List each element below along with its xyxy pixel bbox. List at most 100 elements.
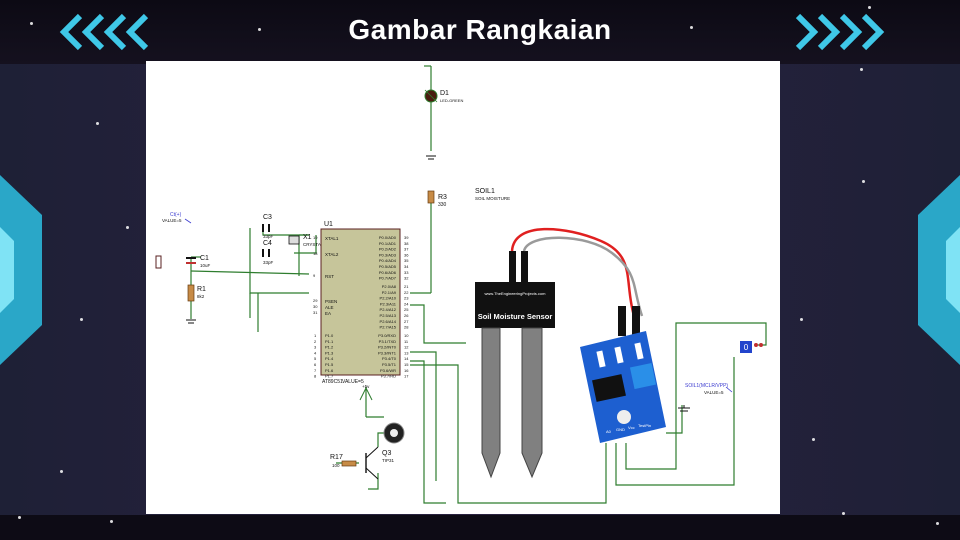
logic-probe: 0	[740, 341, 763, 353]
chevrons-right-icon	[795, 13, 885, 51]
star	[60, 470, 63, 473]
ground-module	[678, 405, 690, 412]
svg-text:R1: R1	[197, 286, 206, 293]
svg-text:33pF: 33pF	[263, 260, 274, 265]
microcontroller-u1: U1 AT89C51 VALUE=5 P1.01P1.12P1.23P1.34P…	[313, 221, 409, 385]
u1-pin-number: 17	[404, 374, 409, 379]
u1-pin-number: 23	[404, 296, 409, 301]
u1-pin-label: P2.6/A14	[380, 319, 397, 324]
u1-pin-label: P1.6	[325, 368, 334, 373]
svg-text:Ct(+): Ct(+)	[170, 212, 182, 218]
svg-text:0: 0	[744, 343, 749, 352]
sensor-site: www.TheEngineeringProjects.com	[485, 291, 547, 296]
schematic-canvas: D1 LED-GREEN R3 330 SOIL1 SOIL MOISTURE …	[146, 61, 780, 514]
u1-pin-number: 39	[404, 235, 409, 240]
ground-r1	[186, 319, 196, 324]
u1-pin-label: P1.2	[325, 345, 334, 350]
u1-pin-number: 8	[314, 374, 317, 379]
u1-pin-label: P1.4	[325, 356, 334, 361]
u1-pin-number: 24	[404, 301, 409, 306]
star	[126, 226, 129, 229]
u1-pin-label: P0.3/AD3	[379, 252, 397, 257]
u1-pin-label: P2.1/A9	[382, 290, 397, 295]
resistor-r3: R3 330	[427, 190, 447, 208]
u1-pin-number: 25	[404, 307, 409, 312]
svg-text:18: 18	[313, 251, 318, 256]
vcc-mid-probe: +5v	[359, 384, 373, 401]
svg-text:33pF: 33pF	[263, 234, 274, 239]
u1-pin-number: 28	[404, 325, 409, 330]
star	[812, 438, 815, 441]
svg-text:C3: C3	[263, 214, 272, 221]
u1-pin-label: P2.7/A15	[380, 325, 397, 330]
d1-value: LED-GREEN	[440, 98, 463, 103]
svg-text:8k2: 8k2	[197, 294, 205, 299]
resistor-r1: R1 8k2	[187, 284, 206, 302]
u1-pin-label: P2.0/A8	[382, 284, 397, 289]
u1-pin-number: 5	[314, 356, 317, 361]
u1-pin-label: P1.7	[325, 374, 334, 379]
star	[18, 516, 21, 519]
transistor-q3: Q3 TIP31	[365, 446, 395, 480]
u1-pin-number: 16	[404, 368, 409, 373]
u1-pin-label: P0.0/AD0	[379, 235, 397, 240]
u1-pin-number: 7	[314, 368, 317, 373]
u1-pin-number: 15	[404, 362, 409, 367]
u1-pin-label: P3.2/INT0	[378, 345, 397, 350]
svg-text:30: 30	[313, 304, 318, 309]
star	[936, 522, 939, 525]
svg-text:C1: C1	[200, 255, 209, 262]
svg-text:SOIL1(MCLR/VPP): SOIL1(MCLR/VPP)	[685, 383, 728, 389]
star	[800, 318, 803, 321]
svg-text:R17: R17	[330, 454, 343, 461]
crystal-x1: X1 CRYSTAL	[288, 234, 324, 247]
d1-ref: D1	[440, 90, 449, 97]
star	[110, 520, 113, 523]
u1-pin-label: P2.3/A11	[380, 301, 397, 306]
left-side-ornament	[0, 175, 42, 365]
u1-pin-number: 3	[314, 345, 317, 350]
u1-pin-label: P0.1/AD1	[379, 241, 397, 246]
star	[862, 180, 865, 183]
capacitor-c3: C3 33pF	[262, 214, 274, 239]
u1-pin-number: 11	[404, 339, 409, 344]
vcc-left-probe: Ct(+) VALUE=5	[162, 212, 192, 224]
u1-pin-number: 38	[404, 241, 409, 246]
u1-pin-label: P1.0	[325, 333, 334, 338]
right-side-ornament	[918, 175, 960, 365]
svg-text:+5v: +5v	[362, 384, 370, 389]
u1-pin-label: P2.4/A12	[380, 307, 397, 312]
u1-pin-number: 4	[314, 350, 317, 355]
svg-text:100: 100	[332, 463, 340, 468]
star	[860, 68, 863, 71]
title-bar	[0, 0, 960, 64]
u1-pin-label: P0.7/AD7	[379, 276, 397, 281]
svg-text:XTAL2: XTAL2	[325, 252, 339, 257]
svg-text:19: 19	[313, 235, 318, 240]
svg-text:AT89C51: AT89C51	[322, 379, 343, 385]
svg-text:Q3: Q3	[382, 450, 391, 457]
pushbutton	[155, 255, 162, 269]
chevrons-left-icon	[59, 13, 149, 51]
star	[842, 512, 845, 515]
u1-pin-number: 37	[404, 247, 409, 252]
u1-pin-label: P2.5/A13	[380, 313, 397, 318]
sensor-name: Soil Moisture Sensor	[478, 312, 553, 321]
u1-pin-label: P3.4/T0	[382, 356, 397, 361]
svg-text:VALUE=5: VALUE=5	[704, 390, 724, 395]
svg-text:R3: R3	[438, 194, 447, 201]
svg-text:EA: EA	[325, 311, 331, 316]
star	[258, 28, 261, 31]
svg-text:9: 9	[313, 273, 316, 278]
svg-text:A0: A0	[606, 429, 612, 434]
u1-pin-number: 2	[314, 339, 317, 344]
u1-pin-label: P3.5/T1	[382, 362, 397, 367]
star	[96, 122, 99, 125]
soil1-ref: SOIL1	[475, 188, 495, 195]
soil-power-probe: SOIL1(MCLR/VPP) VALUE=5	[685, 383, 733, 395]
svg-text:PSEN: PSEN	[325, 299, 337, 304]
u1-pin-number: 13	[404, 350, 409, 355]
svg-text:31: 31	[313, 310, 318, 315]
svg-text:X1: X1	[303, 234, 312, 241]
